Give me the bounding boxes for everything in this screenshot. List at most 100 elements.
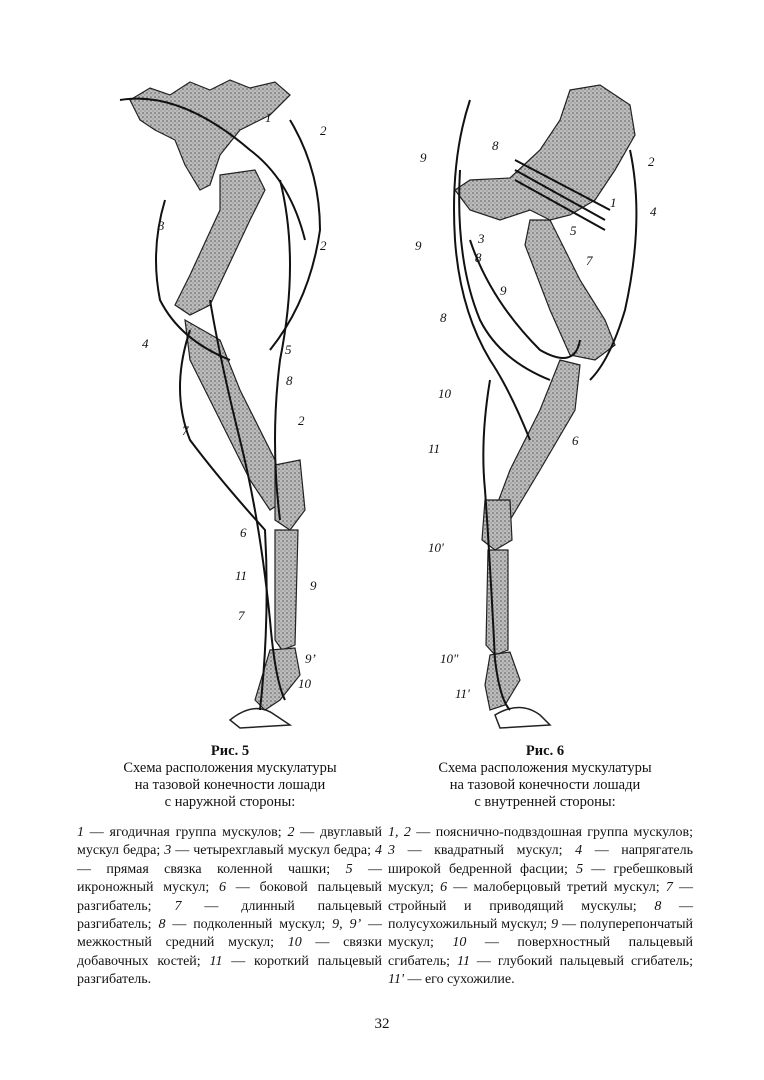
legend-number: 11 [456, 953, 470, 969]
legend-text: — ягодичная группа мускулов; [84, 825, 288, 840]
label: 2 [648, 154, 655, 169]
label: 9 [415, 238, 422, 253]
legend-text: — короткий пальцевый разгибатель. [77, 953, 383, 988]
label: 2 [320, 238, 327, 253]
legend-number: 7 [665, 880, 673, 896]
figure-number: Рис. 6 [525, 743, 565, 759]
label: 6 [572, 433, 579, 448]
label: 8 [440, 310, 447, 325]
legend-text: — боковой пальцевый разгибатель; [77, 880, 382, 914]
label: 6 [240, 525, 247, 540]
legend-number: 3 [388, 843, 395, 859]
caption-line: Схема расположения мускулатуры [438, 760, 652, 776]
legend-item: 6 — боковой пальцевый разгибатель; [77, 880, 382, 913]
legend-text: — глубокий пальцевый сгибатель; [469, 953, 693, 969]
legend-text: — напрягатель широкой бедренной фасции; [388, 843, 693, 877]
label: 11 [428, 441, 440, 456]
caption-line: на тазовой конечности лошади [134, 777, 326, 793]
label: 9 [420, 150, 427, 165]
figure-5-labels: 1 2 2 3 4 5 8 2 7 6 11 9 7 9’ 10 [142, 110, 327, 691]
legend-text: — межкостный средний мускул; [77, 917, 383, 951]
figure-5-legend: 1 — ягодичная группа мускулов; 2 — двугл… [77, 824, 382, 990]
legend-number: 6 [219, 880, 227, 896]
caption-line: на тазовой конечности лошади [449, 777, 641, 793]
label: 2 [320, 123, 327, 138]
legend-item: 4 — напрягатель широкой бедренной фасции… [388, 843, 693, 876]
figure-5-caption: Рис. 5 Схема расположения мускулатуры на… [80, 743, 380, 811]
legend-text: — пояснично-подвздошная группа мускулов; [410, 825, 694, 840]
figure-number: Рис. 5 [210, 743, 250, 759]
legend-number: 2 [287, 825, 295, 840]
legend-number: 4 [575, 843, 583, 859]
legend-item: 5 — гребешковый мускул; [388, 862, 693, 895]
legend-text: — подколенный мускул; [165, 917, 333, 933]
legend-item: 9 — полуперепончатый мускул; [388, 917, 693, 950]
muscle-lines [119, 97, 322, 711]
legend-number: 1 [77, 825, 84, 840]
page-number: 32 [374, 1016, 390, 1032]
legend-number: 3 [164, 843, 172, 859]
label: 10" [440, 651, 459, 666]
label: 3 [477, 231, 485, 246]
label: 9’ [305, 651, 316, 666]
label: 5 [570, 223, 577, 238]
pastern-and-hoof [484, 651, 552, 729]
label: 11 [235, 568, 247, 583]
figure-5-illustration: 1 2 2 3 4 5 8 2 7 6 11 9 7 9’ 10 [119, 79, 327, 729]
cannon-bone [274, 529, 299, 651]
legend-item: 3 — четырехглавый мускул бедра; [164, 843, 375, 858]
legend-item: 7 — длинный пальцевый разгибатель; [77, 899, 382, 932]
legend-item: 1 — ягодичная группа мускулов; [77, 825, 287, 840]
label: 7 [182, 423, 189, 438]
legend-number: 1, 2 [388, 825, 411, 840]
figure-6-labels: 9 8 2 1 4 3 5 9 8 7 9 8 10 6 11 10' 10" … [415, 138, 657, 701]
legend-text: — связки добавочных костей; [77, 935, 382, 969]
muscle-lines [453, 99, 638, 711]
label: 11' [455, 686, 470, 701]
legend-number: 11' [388, 972, 404, 988]
femur-bone [174, 169, 266, 316]
legend-item: 6 — малоберцовый третий мускул; [440, 880, 666, 895]
label: 9 [310, 578, 317, 593]
legend-item: 11 — глубокий пальцевый сгибатель; [457, 954, 693, 969]
label: 7 [586, 253, 593, 268]
label: 10 [298, 676, 312, 691]
pelvis-bone [454, 84, 636, 221]
label: 1 [610, 195, 617, 210]
label: 10 [438, 386, 452, 401]
legend-number: 6 [440, 880, 448, 896]
legend-item: 11 — короткий пальцевый разгибатель. [77, 954, 382, 987]
legend-number: 7 [174, 898, 182, 914]
hock-bones [274, 459, 306, 531]
legend-number: 5 [576, 861, 584, 877]
legend-text: — квадратный мускул; [395, 843, 576, 859]
legend-item: 1, 2 — пояснично-подвздошная группа муск… [388, 825, 693, 840]
label: 8 [286, 373, 293, 388]
legend-number: 4 [375, 843, 382, 859]
pelvis-bone [129, 79, 291, 191]
legend-number: 9 [551, 917, 559, 933]
legend-text: — двуглавый мускул бедра; [77, 825, 382, 859]
legend-text: — гребешковый мускул; [388, 861, 693, 896]
legend-text: — четырехглавый мускул бедра; [171, 843, 375, 859]
legend-text: — полуперепончатый мускул; [388, 917, 694, 951]
label: 2 [298, 413, 305, 428]
legend-text: — поверхностный пальцевый сгибатель; [388, 935, 694, 969]
label: 9 [500, 283, 507, 298]
legend-number: 5 [345, 861, 353, 877]
legend-item: 5 — икроножный мускул; [77, 862, 382, 895]
legend-item: 3 — квадратный мускул; [388, 843, 575, 858]
figure-6-illustration: 9 8 2 1 4 3 5 9 8 7 9 8 10 6 11 10' 10" … [415, 84, 657, 729]
legend-number: 8 [158, 917, 166, 933]
legend-item: 11' — его сухожилие. [388, 972, 515, 987]
legend-text: — длинный пальцевый разгибатель; [77, 898, 382, 933]
label: 7 [238, 608, 245, 623]
figure-6-caption: Рис. 6 Схема расположения мускулатуры на… [395, 743, 695, 811]
femur-bone [524, 219, 616, 361]
label: 3 [157, 218, 165, 233]
legend-item: 8 — полусухожильный мускул; [388, 899, 693, 932]
legend-text: — малоберцовый третий мускул; [447, 880, 666, 896]
legend-item: 10 — связки добавочных костей; [77, 935, 382, 968]
legend-number: 9, 9’ [332, 917, 362, 933]
label: 4 [650, 204, 657, 219]
